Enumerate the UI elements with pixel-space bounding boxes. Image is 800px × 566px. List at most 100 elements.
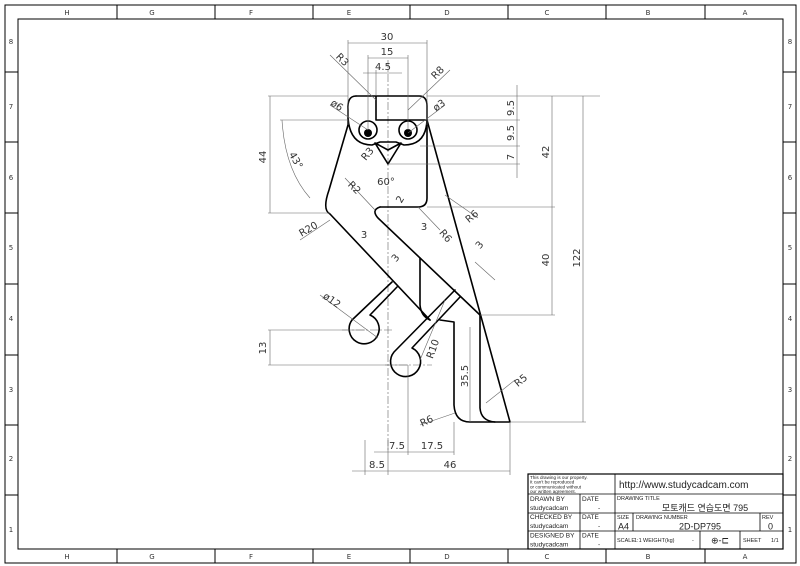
beak <box>374 142 402 165</box>
zone-label: D <box>444 9 449 17</box>
wing-diagonal <box>374 206 481 316</box>
drawn-by-label: DRAWN BY <box>530 496 565 503</box>
dim-dia6: ø6 <box>328 98 345 114</box>
drawing-title-label: DRAWING TITLE <box>617 496 660 502</box>
zone-label: B <box>646 9 651 17</box>
notice-line: This drawing is our property. <box>530 475 588 480</box>
dim-122: 122 <box>572 248 583 267</box>
date-label: DATE <box>582 496 600 503</box>
zone-label: F <box>249 9 253 17</box>
dim-2: 2 <box>394 194 407 205</box>
sheet-value: 1/1 <box>771 538 779 544</box>
rev-label: REV <box>762 515 774 521</box>
dim-dia12: ø12 <box>321 291 343 311</box>
dim-r6-c: R6 <box>419 414 436 430</box>
dim-9-5-mid: 9.5 <box>506 125 517 141</box>
scale-label: SCALE <box>617 538 635 544</box>
zone-label: 4 <box>788 315 793 323</box>
drawing-number-label: DRAWING NUMBER <box>636 515 688 521</box>
notice-line: It can't be reproduced <box>530 480 575 485</box>
dim-40: 40 <box>541 254 552 267</box>
zone-label: H <box>64 553 69 561</box>
dim-30: 30 <box>381 32 394 43</box>
inner-border <box>17 18 784 550</box>
dim-3-b: 3 <box>421 222 427 233</box>
inner-tail <box>479 314 496 423</box>
zone-label: E <box>347 553 351 561</box>
dim-r5: R5 <box>513 373 530 390</box>
rev-value: 0 <box>768 522 773 532</box>
dim-r8: R8 <box>430 65 447 82</box>
dim-4-5: 4.5 <box>375 62 391 73</box>
dim-35-5: 35.5 <box>460 365 471 387</box>
dim-13: 13 <box>258 342 269 355</box>
sheet-label: SHEET <box>743 538 762 544</box>
projection-symbol-icon: ⊕-⊏ <box>711 536 729 546</box>
zone-label: 7 <box>9 103 13 111</box>
dim-44: 44 <box>258 151 269 164</box>
zone-label: 3 <box>788 386 792 394</box>
date-value: - <box>598 505 600 512</box>
designed-by-value: studycadcam <box>530 542 568 549</box>
zone-label: 6 <box>788 174 793 182</box>
scale-value: 1:1 <box>634 538 642 544</box>
weight-value: - <box>692 538 694 544</box>
size-value: A4 <box>618 522 629 532</box>
dim-9-5-top: 9.5 <box>506 100 517 116</box>
website-url: http://www.studycadcam.com <box>619 480 749 491</box>
zone-label: C <box>545 553 550 561</box>
date-label: DATE <box>582 533 600 540</box>
left-leg <box>348 281 398 345</box>
zone-label: 4 <box>9 315 14 323</box>
dim-angle-43: 43° <box>286 150 304 171</box>
zone-label: 2 <box>9 455 13 463</box>
body-left <box>324 124 431 321</box>
zone-label: 7 <box>788 103 792 111</box>
title-block: This drawing is our property. It can't b… <box>527 473 784 550</box>
drawing-number: 2D-DP795 <box>679 522 721 532</box>
zone-label: 3 <box>9 386 13 394</box>
head-top-block <box>375 95 427 121</box>
notice-line: or communicated without <box>530 484 582 489</box>
dim-3-c: 3 <box>390 252 403 264</box>
zone-labels-right: 8 7 6 5 4 3 2 1 <box>788 38 793 534</box>
eye-mask <box>347 117 428 146</box>
date-value: - <box>598 523 600 530</box>
dim-r2: R2 <box>345 180 362 197</box>
left-pupil <box>364 129 372 137</box>
dim-17-5: 17.5 <box>421 441 443 452</box>
dim-7-5: 7.5 <box>389 441 405 452</box>
zone-label: 8 <box>788 38 792 46</box>
center-lines <box>342 60 432 450</box>
zone-label: A <box>743 553 748 561</box>
zone-label: E <box>347 9 351 17</box>
zone-label: F <box>249 553 253 561</box>
zone-label: A <box>743 9 748 17</box>
date-label: DATE <box>582 514 600 521</box>
notice-line: our written agreement. <box>530 489 576 494</box>
zone-labels-left: 8 7 6 5 4 3 2 1 <box>9 38 14 534</box>
right-leg <box>389 289 461 378</box>
wing-inner <box>419 257 431 321</box>
dim-46: 46 <box>444 460 457 471</box>
zone-label: D <box>444 553 449 561</box>
zone-ticks <box>5 5 796 563</box>
dim-3-a: 3 <box>361 230 367 241</box>
zone-label: G <box>149 9 154 17</box>
zone-label: 6 <box>9 174 14 182</box>
dim-r6-b: R6 <box>464 209 481 226</box>
dimension-lines <box>268 40 600 475</box>
dim-42: 42 <box>541 146 552 159</box>
dim-15: 15 <box>381 47 394 58</box>
dim-8-5: 8.5 <box>369 460 385 471</box>
dim-r3-beak: R3 <box>360 146 377 163</box>
zone-labels-top: H G F E D C B A <box>64 9 747 17</box>
weight-label: WEIGHT(kg) <box>643 538 675 544</box>
date-value: - <box>598 542 600 549</box>
bird-outline <box>324 95 511 423</box>
dim-angle-60: 60° <box>377 177 395 188</box>
head-left-curve <box>347 95 357 126</box>
zone-label: B <box>646 553 651 561</box>
zone-label: 1 <box>788 526 792 534</box>
